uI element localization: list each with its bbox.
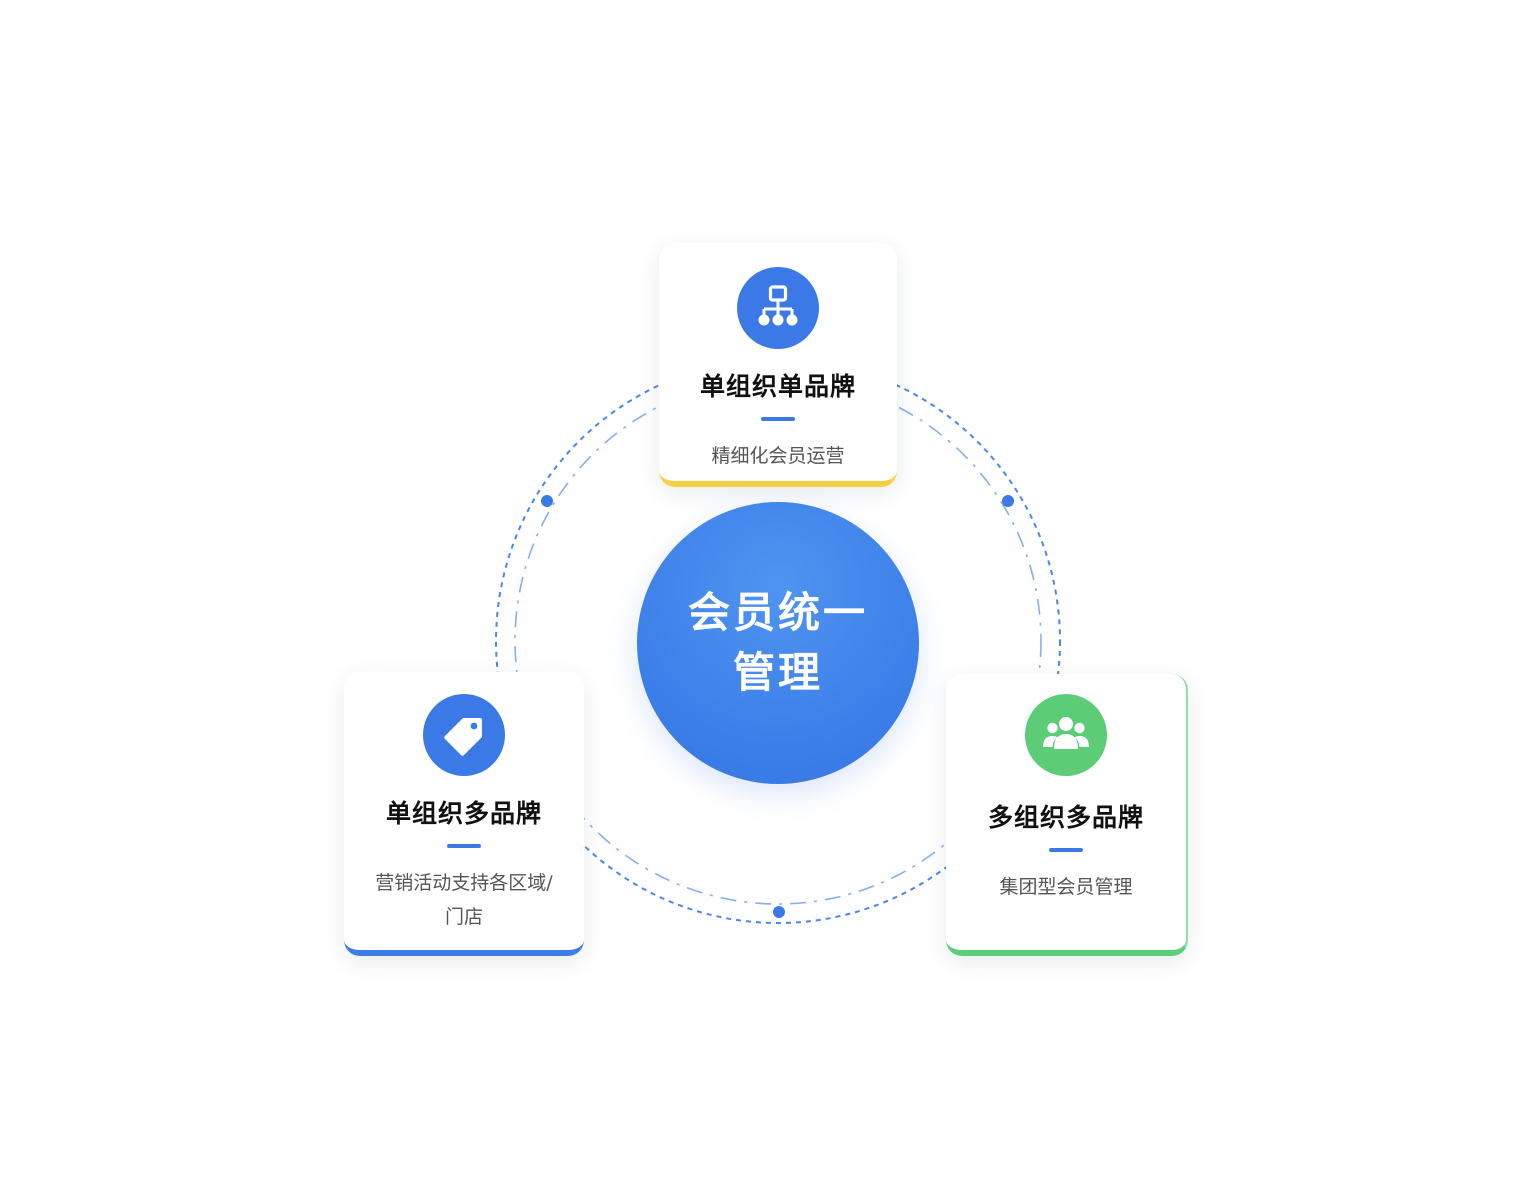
center-title-line1: 会员统一 [687, 588, 868, 637]
ring-node-bottom [773, 906, 785, 918]
ring-node-left [541, 495, 553, 507]
org-chart-icon [737, 267, 819, 349]
title-divider [447, 844, 481, 848]
card-single-org-multi-brand: 单组织多品牌 营销活动支持各区域/门店 [344, 672, 584, 956]
card-description: 营销活动支持各区域/门店 [375, 872, 553, 928]
tag-icon [423, 694, 505, 776]
card-description: 精细化会员运营 [711, 445, 845, 467]
title-divider [1049, 848, 1083, 852]
card-title: 单组织单品牌 [699, 372, 856, 401]
title-divider [761, 417, 795, 421]
center-title-line2: 管理 [732, 648, 823, 697]
center-circle: 会员统一 管理 [637, 502, 919, 784]
card-single-org-single-brand: 单组织单品牌 精细化会员运营 [659, 243, 897, 487]
card-description: 集团型会员管理 [999, 876, 1133, 898]
card-title: 单组织多品牌 [385, 799, 542, 828]
card-multi-org-multi-brand: 多组织多品牌 集团型会员管理 [946, 674, 1188, 956]
outer-dashed-ring [495, 358, 1061, 924]
ring-node-right [1002, 495, 1014, 507]
users-group-icon [1025, 694, 1107, 776]
card-title: 多组织多品牌 [987, 803, 1144, 832]
